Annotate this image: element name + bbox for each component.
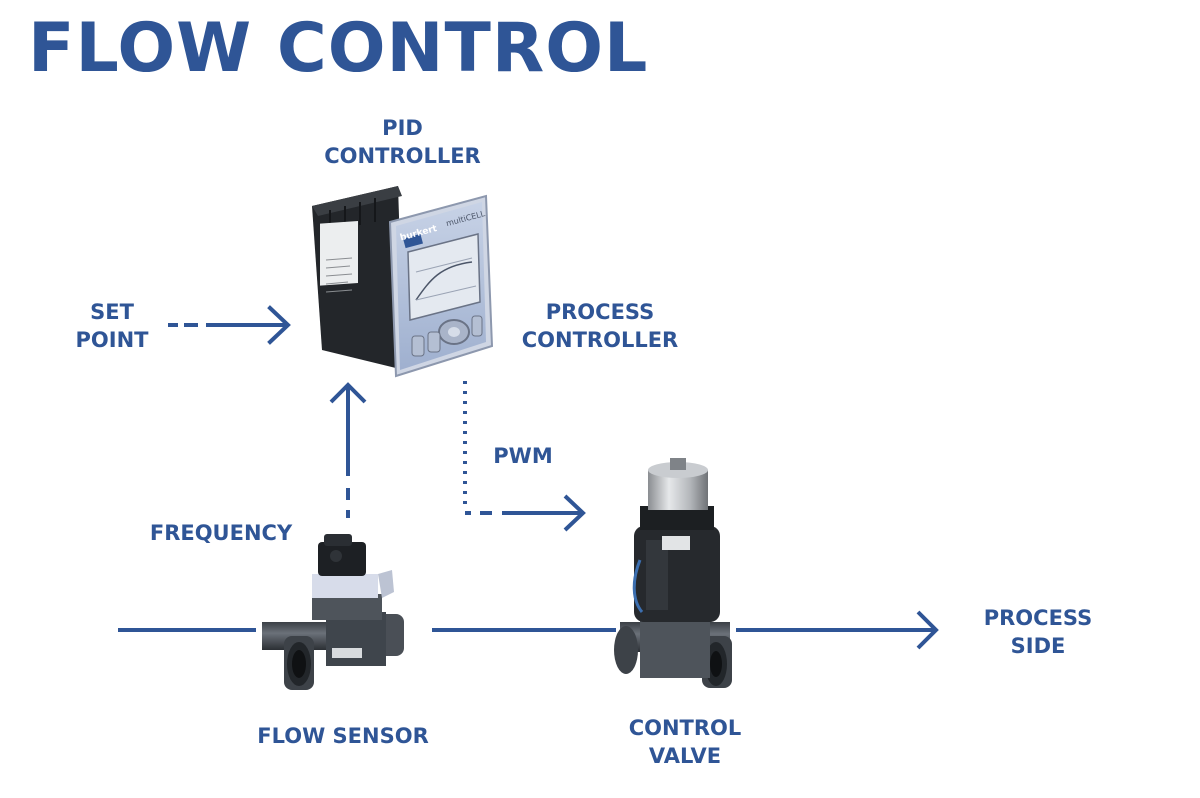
control-valve-device bbox=[614, 458, 732, 688]
process-side-label: PROCESS SIDE bbox=[968, 604, 1108, 660]
page-title: FLOW CONTROL bbox=[28, 9, 649, 88]
control-valve-label: CONTROL VALVE bbox=[600, 714, 770, 770]
set-point-label-line1: SET bbox=[90, 300, 134, 324]
control-valve-label-line1: CONTROL bbox=[628, 716, 742, 740]
set-point-label: SET POINT bbox=[52, 298, 172, 354]
pid-controller-label: PID CONTROLLER bbox=[310, 114, 495, 170]
process-pipe-line bbox=[118, 610, 939, 650]
flow-sensor-label: FLOW SENSOR bbox=[257, 724, 429, 748]
pwm-label: PWM bbox=[493, 444, 553, 468]
process-side-label-line1: PROCESS bbox=[983, 606, 1093, 630]
pwm-arrow bbox=[463, 381, 586, 532]
pid-controller-device: burkert multiCELL bbox=[312, 186, 494, 378]
flow-sensor-device bbox=[262, 534, 404, 690]
process-controller-label: PROCESS CONTROLLER bbox=[505, 298, 695, 354]
pid-controller-label-line1: PID bbox=[382, 116, 423, 140]
pid-controller-label-line2: CONTROLLER bbox=[324, 144, 481, 168]
control-valve-label-line2: VALVE bbox=[648, 744, 722, 768]
controller-key-3 bbox=[471, 315, 483, 337]
frequency-label: FREQUENCY bbox=[149, 521, 293, 545]
process-controller-label-line2: CONTROLLER bbox=[521, 328, 679, 352]
set-point-label-line2: POINT bbox=[75, 328, 149, 352]
controller-key-1 bbox=[411, 335, 425, 357]
process-controller-label-line1: PROCESS bbox=[545, 300, 655, 324]
frequency-arrow bbox=[329, 382, 367, 518]
set-point-arrow bbox=[168, 305, 291, 345]
process-side-label-line2: SIDE bbox=[1010, 634, 1066, 658]
controller-key-2 bbox=[427, 331, 441, 353]
